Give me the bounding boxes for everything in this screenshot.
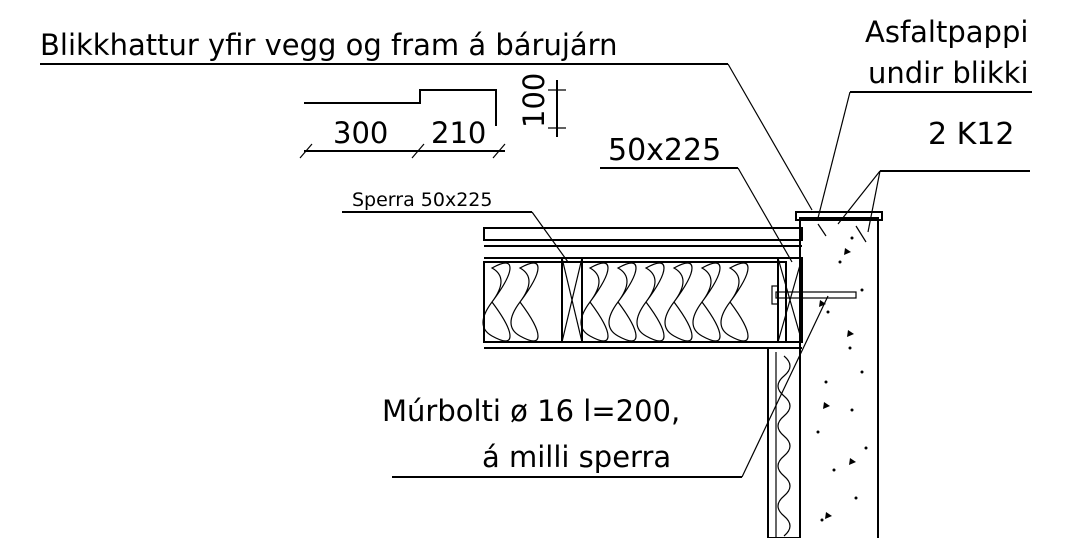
dim-100-text: 100	[517, 73, 551, 128]
concrete-wall	[795, 211, 883, 538]
felt-leader	[817, 91, 851, 219]
rebar-leader-1	[837, 170, 881, 225]
bolt-leader	[741, 295, 829, 478]
bolt-label-line2: á milli sperra	[482, 440, 671, 474]
rafter-leader	[531, 211, 569, 263]
rebar-label: 2 K12	[928, 117, 1014, 152]
cap-flashing-leader	[727, 63, 813, 211]
felt-label-line1: Asfaltpappi	[865, 15, 1028, 49]
roof-assembly	[482, 227, 803, 349]
dim-100: 100	[517, 73, 566, 137]
rafter-label: Sperra 50x225	[352, 189, 492, 211]
wall-insulation	[767, 347, 801, 538]
bolt-label-line1: Múrbolti ø 16 l=200,	[382, 394, 680, 428]
rafter-size-leader	[737, 167, 793, 263]
roof-insulation	[482, 262, 749, 342]
roof-slope-dimension: 300 210	[299, 89, 506, 159]
dim-210-text: 210	[431, 116, 486, 150]
anchor-bolt	[771, 285, 857, 305]
dim-300-text: 300	[333, 116, 388, 150]
cap-flashing-label: Blikkhattur yfir vegg og fram á bárujárn	[40, 28, 617, 62]
rafter-end	[777, 257, 803, 343]
rafter-size-label: 50x225	[608, 133, 721, 168]
rafter-mid	[561, 257, 583, 343]
felt-label-line2: undir blikki	[868, 56, 1029, 90]
rebar-leader-2	[867, 170, 881, 233]
